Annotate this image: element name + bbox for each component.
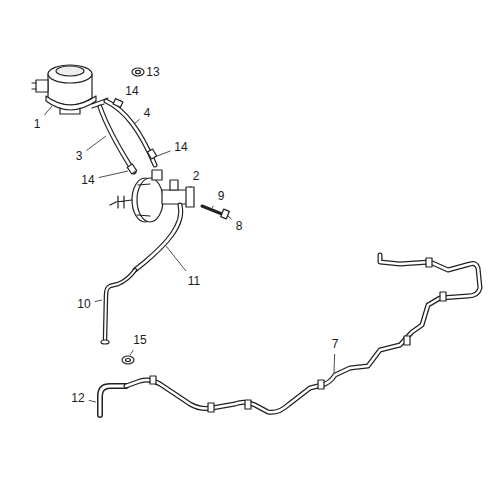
callout-number: 7 bbox=[331, 337, 340, 351]
brake-pipe bbox=[126, 255, 480, 412]
callout-number: 8 bbox=[235, 219, 244, 233]
callout-number: 14 bbox=[80, 173, 95, 187]
leader-line bbox=[99, 171, 128, 178]
pipe-end bbox=[101, 340, 109, 344]
leader-line bbox=[157, 151, 170, 156]
leader-line bbox=[44, 106, 52, 115]
leader-line bbox=[89, 400, 96, 402]
callout-number: 12 bbox=[70, 391, 85, 405]
clip-hole bbox=[126, 359, 131, 362]
callout-number: 13 bbox=[145, 65, 160, 79]
callout-number: 4 bbox=[143, 106, 152, 120]
leader-line bbox=[86, 136, 106, 151]
callout-number: 10 bbox=[76, 297, 91, 311]
leader-line bbox=[95, 300, 102, 302]
callout-number: 14 bbox=[173, 140, 188, 154]
hose bbox=[100, 386, 126, 415]
callout-number: 11 bbox=[187, 274, 201, 288]
hose-inner bbox=[100, 107, 134, 172]
fluid-reservoir bbox=[32, 65, 108, 114]
leader-line bbox=[134, 119, 140, 124]
callout-number: 2 bbox=[192, 169, 201, 183]
leader-line bbox=[166, 246, 186, 271]
hose-inner bbox=[100, 386, 126, 415]
hose-clip bbox=[147, 149, 156, 159]
pipe-inner bbox=[105, 270, 135, 340]
hose-clip bbox=[127, 164, 137, 174]
callout-number: 1 bbox=[33, 117, 42, 131]
leader-line bbox=[120, 100, 121, 101]
washer bbox=[132, 68, 144, 76]
leader-line bbox=[334, 354, 336, 373]
callout-number: 3 bbox=[75, 149, 84, 163]
hose bbox=[135, 205, 181, 270]
brake-pipe-inner bbox=[126, 255, 480, 412]
clip bbox=[122, 356, 134, 364]
callout-number: 14 bbox=[124, 84, 139, 98]
leader-line bbox=[190, 186, 191, 188]
leader-line bbox=[130, 350, 133, 355]
nut bbox=[221, 209, 230, 219]
pipe bbox=[105, 270, 135, 340]
washer-hole bbox=[136, 70, 141, 73]
callout-number: 9 bbox=[217, 189, 226, 203]
leader-line bbox=[228, 216, 232, 219]
leader-line bbox=[212, 206, 214, 208]
hose bbox=[100, 107, 134, 172]
hose-clip bbox=[113, 99, 123, 108]
hose-inner bbox=[135, 205, 181, 270]
bolt bbox=[202, 206, 222, 214]
callout-number: 15 bbox=[132, 333, 147, 347]
pipe-clips bbox=[150, 258, 446, 412]
